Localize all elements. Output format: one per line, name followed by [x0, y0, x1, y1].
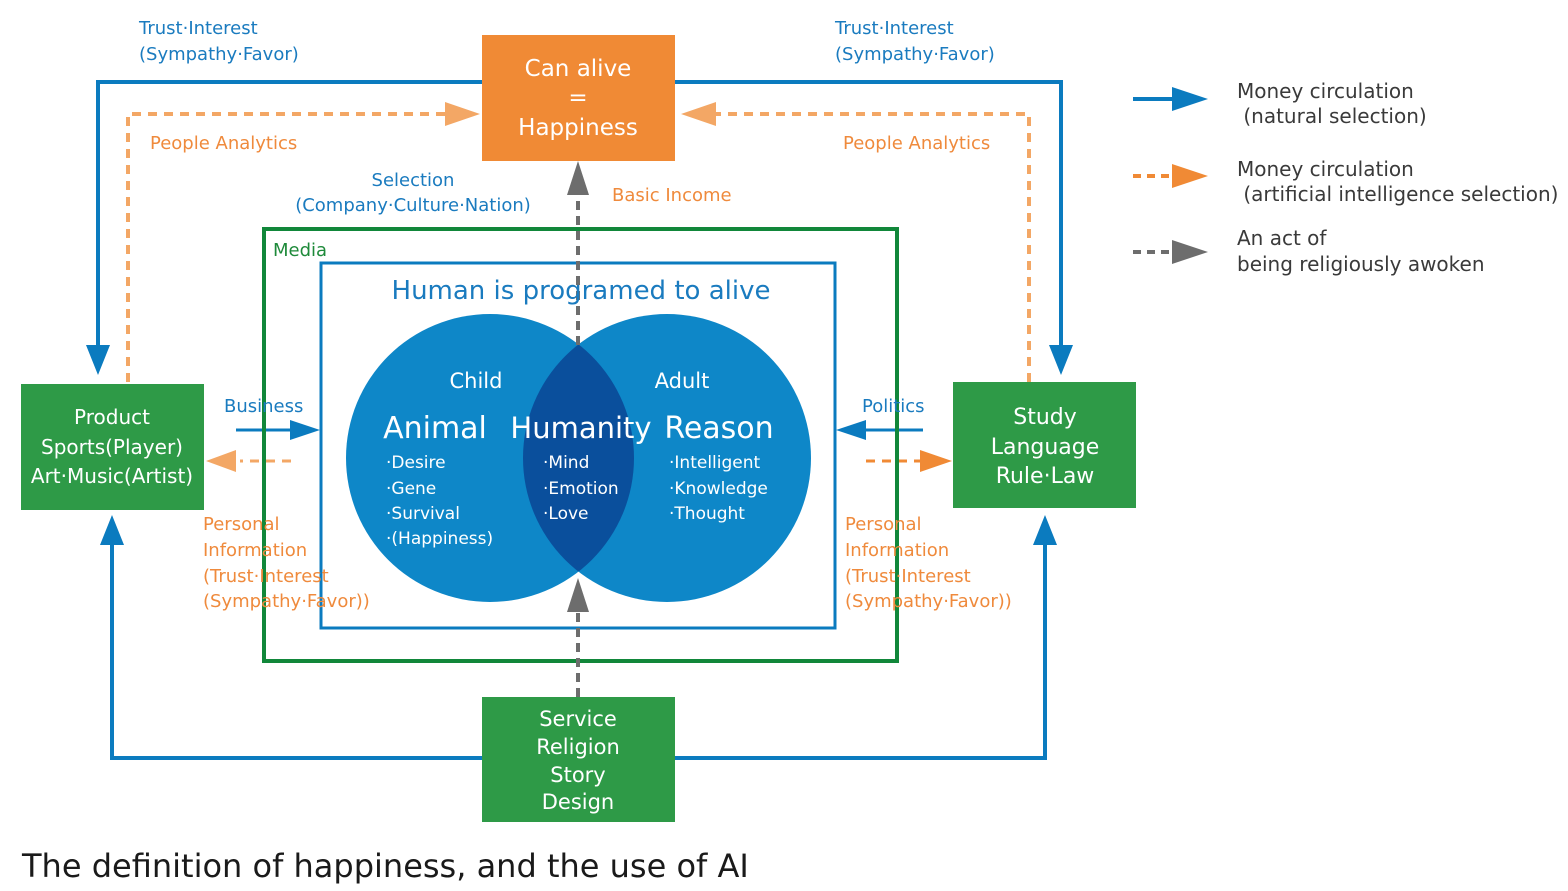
blue-line-bottom-right: [675, 540, 1047, 760]
personal-right-4: (Sympathy·Favor)): [845, 591, 1012, 612]
left-box-product: [21, 384, 204, 510]
orange-arrowhead-left: [445, 102, 480, 126]
humanity-item-1: ·Mind: [543, 453, 589, 473]
left-box-line-1: Product: [74, 405, 150, 429]
orange-arrowhead-right: [681, 102, 716, 126]
animal-item-1: ·Desire: [386, 453, 446, 473]
bottom-box-line-2: Religion: [536, 735, 620, 759]
animal-title: Animal: [383, 411, 487, 446]
legend-blue-arrowhead-icon: [1172, 87, 1208, 111]
arrowhead-down-right: [1049, 345, 1073, 375]
top-box-line-2: =: [568, 85, 587, 111]
trust-label-right-2: (Sympathy·Favor): [835, 44, 995, 65]
right-box-study: [953, 382, 1136, 508]
orange-arrowhead-personal-right: [920, 450, 952, 472]
trust-label-right-1: Trust·Interest: [834, 18, 954, 39]
humanity-overlap: [523, 314, 634, 602]
right-box-line-3: Rule·Law: [996, 464, 1095, 489]
reason-title: Reason: [664, 411, 773, 446]
legend-ai-line-1: Money circulation: [1237, 157, 1414, 181]
legend-item-natural: Money circulation (natural selection): [1133, 79, 1427, 128]
personal-right-2: Information: [845, 540, 949, 561]
animal-item-2: ·Gene: [386, 479, 436, 499]
legend-religious-line-2: being religiously awoken: [1237, 252, 1485, 276]
media-frame: [262, 227, 899, 663]
orange-dash-right: [712, 112, 1031, 382]
people-analytics-left: People Analytics: [150, 133, 297, 154]
bottom-box-line-3: Story: [550, 763, 605, 787]
legend-ai-line-2: (artificial intelligence selection): [1237, 182, 1558, 206]
personal-left-3: (Trust·Interest: [203, 566, 329, 587]
arrowhead-up-right: [1033, 515, 1057, 545]
left-box-line-2: Sports(Player): [41, 435, 183, 459]
caption: The definition of happiness, and the use…: [21, 847, 749, 885]
gray-arrowhead-up-upper: [567, 161, 589, 195]
bottom-box-line-4: Design: [542, 790, 615, 814]
legend-item-religious: An act of being religiously awoken: [1133, 226, 1485, 276]
politics-label: Politics: [862, 396, 925, 417]
humanity-title: Humanity: [510, 411, 651, 445]
orange-arrowhead-personal-left: [206, 450, 236, 472]
child-heading: Child: [450, 369, 503, 393]
legend-natural-line-1: Money circulation: [1237, 79, 1414, 103]
bottom-box-line-1: Service: [539, 707, 617, 731]
reason-item-3: ·Thought: [669, 504, 745, 524]
left-box-line-3: Art·Music(Artist): [31, 464, 193, 488]
humanity-item-3: ·Love: [543, 504, 589, 524]
personal-left-4: (Sympathy·Favor)): [203, 591, 370, 612]
arrowhead-up-left: [100, 515, 124, 545]
basic-income-label: Basic Income: [612, 185, 732, 206]
trust-label-left-1: Trust·Interest: [138, 18, 258, 39]
blue-line-top-right: [675, 80, 1063, 360]
top-box-can-alive: [482, 35, 675, 161]
politics-arrowhead: [836, 420, 866, 440]
animal-item-3: ·Survival: [386, 504, 460, 524]
humanity-item-2: ·Emotion: [543, 479, 619, 499]
business-arrowhead: [290, 420, 320, 440]
top-box-line-3: Happiness: [518, 115, 638, 141]
legend-orange-arrowhead-icon: [1172, 164, 1208, 188]
right-box-line-1: Study: [1013, 405, 1077, 430]
people-analytics-right: People Analytics: [843, 133, 990, 154]
personal-right-1: Personal: [845, 514, 922, 535]
selection-label-2: (Company·Culture·Nation): [295, 195, 531, 216]
adult-heading: Adult: [655, 369, 710, 393]
trust-label-left-2: (Sympathy·Favor): [139, 44, 299, 65]
blue-flow-lines: [86, 80, 1073, 760]
legend-religious-line-1: An act of: [1237, 226, 1327, 250]
venn-diagram: [346, 314, 811, 602]
orange-flow-lines: [126, 102, 1031, 472]
legend-natural-line-2: (natural selection): [1237, 104, 1427, 128]
media-label: Media: [273, 240, 327, 261]
reason-item-2: ·Knowledge: [669, 479, 768, 499]
bottom-box-service: [482, 697, 675, 822]
animal-item-4: ·(Happiness): [386, 529, 493, 549]
personal-left-1: Personal: [203, 514, 280, 535]
gray-arrowhead-up-lower: [567, 578, 589, 612]
gray-flow-lines: [567, 161, 589, 697]
personal-right-3: (Trust·Interest: [845, 566, 971, 587]
top-box-line-1: Can alive: [525, 56, 632, 82]
legend-gray-arrowhead-icon: [1172, 240, 1208, 264]
business-label: Business: [224, 396, 303, 417]
legend-item-ai: Money circulation (artificial intelligen…: [1133, 157, 1558, 206]
legend: Money circulation (natural selection) Mo…: [1133, 79, 1558, 276]
blue-line-top-left: [96, 80, 482, 360]
arrowhead-down-left: [86, 345, 110, 375]
reason-item-1: ·Intelligent: [669, 453, 761, 473]
right-box-line-2: Language: [991, 435, 1100, 460]
inner-title: Human is programed to alive: [392, 276, 771, 306]
blue-line-bottom-left: [110, 540, 482, 760]
selection-label-1: Selection: [372, 170, 455, 191]
orange-dash-left: [126, 112, 450, 382]
personal-left-2: Information: [203, 540, 307, 561]
